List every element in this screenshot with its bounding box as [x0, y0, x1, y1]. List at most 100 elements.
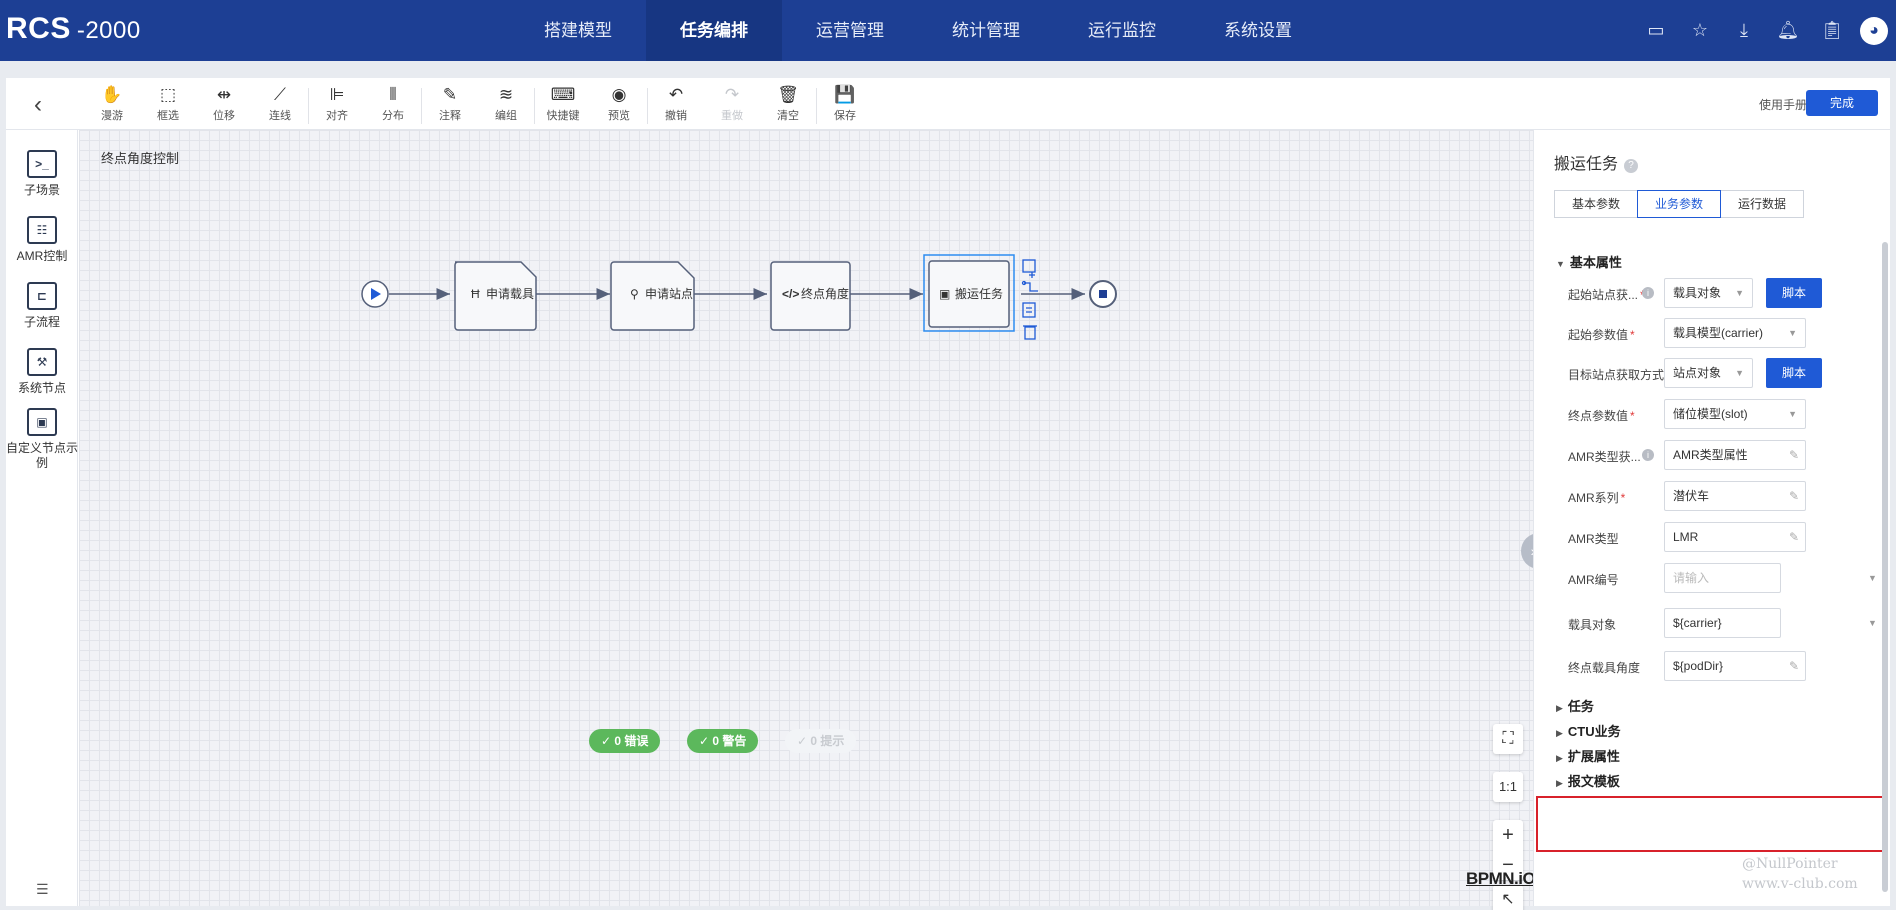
select-field[interactable]: 载具对象▼	[1664, 278, 1753, 308]
connect-icon[interactable]	[1021, 280, 1039, 292]
error-count[interactable]: ✓ 0 错误	[589, 729, 661, 753]
edit-icon[interactable]: ✎	[1788, 530, 1799, 544]
flow-node-apply-station[interactable]: ⚲ 申请站点	[610, 261, 695, 331]
help-icon[interactable]: ?	[1624, 159, 1639, 173]
annotate-icon[interactable]	[1022, 302, 1036, 318]
tool-eye-button[interactable]: ◉预览	[591, 84, 647, 128]
nav-item[interactable]: 统计管理	[952, 21, 1020, 40]
code-icon: </>	[782, 287, 799, 301]
props-tab[interactable]: 运行数据	[1720, 190, 1804, 218]
nav-item[interactable]: 搭建模型	[544, 21, 612, 40]
manual-link[interactable]: 使用手册	[1758, 98, 1807, 112]
hint-count[interactable]: ✓ 0 提示	[785, 729, 857, 753]
tool-annotate-button[interactable]: ✎注释	[422, 84, 478, 128]
props-tab[interactable]: 基本参数	[1554, 190, 1638, 218]
menu-icon[interactable]: ☰	[36, 881, 49, 897]
text-field[interactable]: AMR类型属性✎	[1664, 440, 1806, 470]
info-icon[interactable]: i	[1642, 287, 1654, 299]
done-button[interactable]: 完成	[1806, 90, 1878, 116]
text-field[interactable]: ${podDir}✎	[1664, 651, 1806, 681]
nav-item[interactable]: 运营管理	[816, 21, 884, 40]
collapsed-section[interactable]: ▶CTU业务	[1556, 724, 1621, 739]
zoom-in-icon[interactable]: +	[1502, 824, 1514, 846]
tool-label: 注释	[439, 110, 461, 122]
bell-icon[interactable]: 🔔︎	[1776, 20, 1800, 40]
chevron-down-icon[interactable]: ▼	[1868, 618, 1877, 628]
text-field[interactable]: 潜伏车✎	[1664, 481, 1806, 511]
text-input[interactable]: ${carrier}	[1664, 608, 1781, 638]
props-tab[interactable]: 业务参数	[1637, 190, 1721, 218]
avatar-icon[interactable]: ◕	[1860, 16, 1888, 45]
bpmn-canvas[interactable]: 终点角度控制 Ħ 申请载具	[79, 130, 1541, 910]
select-field[interactable]: 载具模型(carrier)▼	[1664, 318, 1806, 348]
star-icon[interactable]: ☆	[1691, 20, 1709, 40]
collapsed-section[interactable]: ▶任务	[1556, 699, 1594, 714]
flow-node-transport-task[interactable]: ▣ 搬运任务	[923, 254, 1015, 332]
section-basic[interactable]: ▼基本属性	[1556, 255, 1622, 270]
save-icon: 💾	[834, 85, 856, 104]
collapsed-section[interactable]: ▶报文模板	[1556, 774, 1620, 789]
zoom-reset-button[interactable]: 1:1	[1493, 772, 1523, 802]
field-label: 载具对象	[1568, 618, 1617, 632]
script-button[interactable]: 脚本	[1766, 278, 1822, 308]
edit-icon[interactable]: ✎	[1788, 448, 1799, 462]
palette-item[interactable]: >_子场景	[6, 150, 78, 198]
tool-move-button[interactable]: ⇹位移	[196, 84, 252, 128]
tool-distribute-button[interactable]: ⦀分布	[365, 84, 421, 128]
move-icon: ⇹	[216, 85, 232, 104]
tool-group-button[interactable]: ≋编组	[478, 84, 534, 128]
node-label: 搬运任务	[955, 286, 1003, 301]
flow-node-end-angle[interactable]: </> 终点角度	[770, 261, 851, 331]
tool-keyboard-button[interactable]: ⌨快捷键	[535, 84, 591, 128]
editor-toolbar: ‹ ✋漫游⬚框选⇹位移⟋连线⊫对齐⦀分布✎注释≋编组⌨快捷键◉预览↶撤销↷重做🗑…	[6, 78, 1890, 130]
palette-label: AMR控制	[16, 249, 68, 263]
fit-view-icon[interactable]: ⛶	[1493, 724, 1523, 754]
text-input[interactable]: 请输入	[1664, 563, 1781, 593]
tool-align-button[interactable]: ⊫对齐	[309, 84, 365, 128]
download-icon[interactable]: ⤓	[1740, 20, 1748, 40]
tool-trash-button[interactable]: 🗑清空	[760, 84, 816, 128]
info-icon[interactable]: i	[1642, 449, 1654, 461]
tool-undo-button[interactable]: ↶撤销	[648, 84, 704, 128]
highlight-box	[1536, 796, 1886, 852]
select-field[interactable]: 储位模型(slot)▼	[1664, 399, 1806, 429]
redo-icon: ↷	[724, 85, 740, 104]
script-button[interactable]: 脚本	[1766, 358, 1822, 388]
flow-node-apply-carrier[interactable]: Ħ 申请载具	[454, 261, 537, 331]
palette-item[interactable]: ▣自定义节点示例	[6, 408, 78, 471]
delete-icon[interactable]	[1023, 325, 1037, 340]
text-field[interactable]: LMR✎	[1664, 522, 1806, 552]
tool-redo-button[interactable]: ↷重做	[704, 84, 760, 128]
app-logo[interactable]: RCS-2000	[6, 12, 141, 45]
amr-control-icon: ☷	[27, 216, 57, 244]
start-event[interactable]	[361, 280, 389, 308]
tool-save-button[interactable]: 💾保存	[817, 84, 873, 128]
collapsed-section[interactable]: ▶扩展属性	[1556, 749, 1620, 764]
nav-item[interactable]: 任务编排	[646, 0, 782, 61]
tool-hand-button[interactable]: ✋漫游	[84, 84, 140, 128]
bpmn-logo[interactable]: BPMN.iO	[1466, 869, 1536, 888]
tool-select-box-button[interactable]: ⬚框选	[140, 84, 196, 128]
reset-position-icon[interactable]: ↖	[1493, 885, 1523, 910]
monitor-icon[interactable]: ▭	[1647, 20, 1665, 40]
append-node-icon[interactable]	[1022, 259, 1036, 278]
zoom-out-icon[interactable]: −	[1502, 854, 1514, 876]
palette-item[interactable]: ⚒系统节点	[6, 348, 78, 396]
back-icon[interactable]: ‹	[34, 91, 42, 118]
group-icon: ≋	[498, 85, 514, 104]
palette-item[interactable]: ☷ AMR控制	[6, 216, 78, 264]
tool-connect-button[interactable]: ⟋连线	[252, 84, 308, 128]
end-event[interactable]	[1089, 280, 1117, 308]
edit-icon[interactable]: ✎	[1788, 659, 1799, 673]
edit-icon[interactable]: ✎	[1788, 489, 1799, 503]
nav-item[interactable]: 运行监控	[1088, 21, 1156, 40]
palette-item[interactable]: ⊏子流程	[6, 282, 78, 330]
chevron-down-icon[interactable]: ▼	[1868, 573, 1877, 583]
field-label: AMR类型	[1568, 532, 1619, 546]
nav-item[interactable]: 系统设置	[1224, 21, 1292, 40]
select-field[interactable]: 站点对象▼	[1664, 358, 1753, 388]
warning-count[interactable]: ✓ 0 警告	[687, 729, 759, 753]
scrollbar[interactable]	[1882, 242, 1888, 892]
clipboard-icon[interactable]: 📋︎	[1820, 20, 1844, 40]
